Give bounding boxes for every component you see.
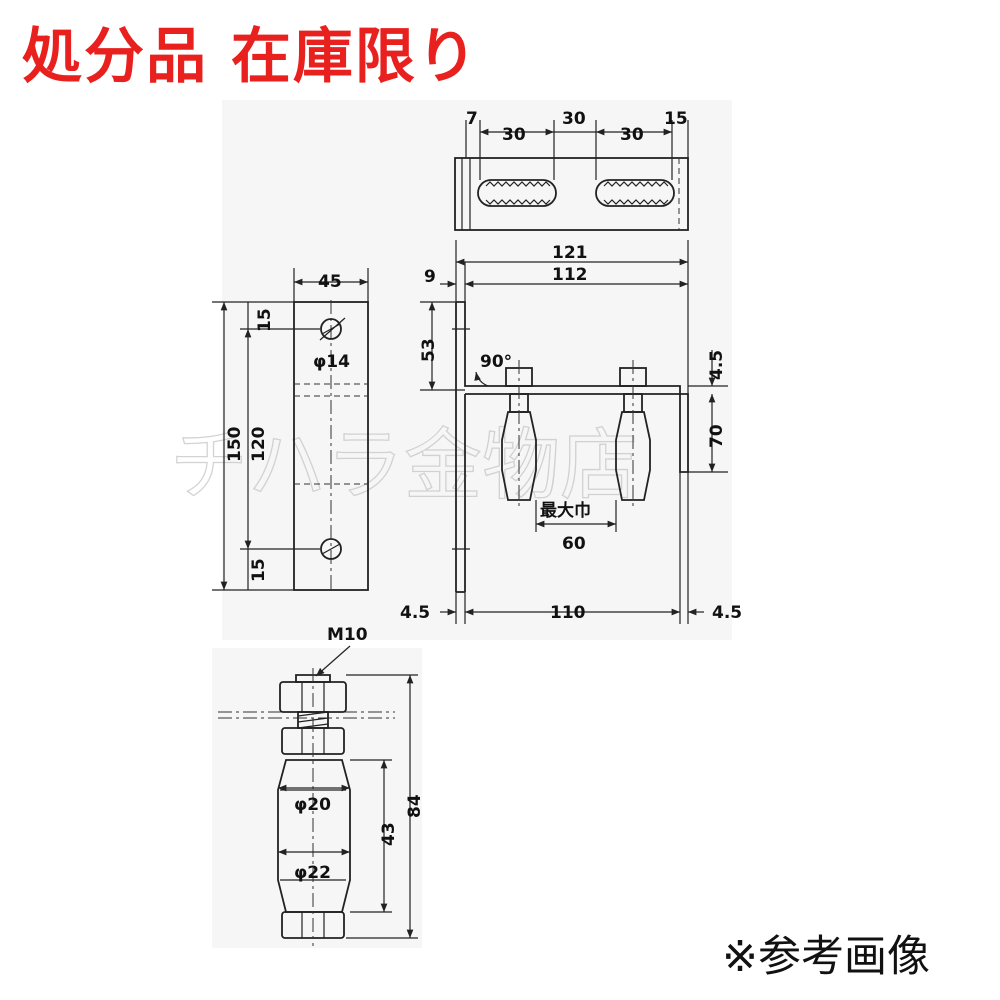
front-view: 45 φ14 150 120 15 15 bbox=[212, 268, 369, 592]
dim-side-110: 110 bbox=[550, 603, 586, 623]
dim-side-70: 70 bbox=[707, 424, 727, 448]
dim-side-angle: 90° bbox=[480, 352, 512, 372]
slot-right bbox=[595, 179, 675, 207]
dim-front-120: 120 bbox=[249, 426, 269, 462]
dim-front-15-bottom: 15 bbox=[249, 558, 269, 582]
dim-top-7: 7 bbox=[466, 109, 478, 129]
label-max-width: 最大巾 bbox=[540, 500, 591, 521]
dim-front-15-top: 15 bbox=[255, 308, 275, 332]
side-view: 121 112 9 53 90° 4.5 70 最大巾 60 4.5 110 4… bbox=[400, 240, 742, 624]
dim-roller-dia-upper: φ20 bbox=[294, 795, 331, 815]
reference-image-note: ※参考画像 bbox=[722, 932, 931, 982]
clearance-banner: 処分品 在庫限り bbox=[22, 22, 479, 92]
slot-left bbox=[477, 179, 557, 207]
bracket-body bbox=[456, 301, 689, 473]
drawing-panel bbox=[222, 100, 732, 640]
hole-top bbox=[320, 318, 342, 340]
roller-left bbox=[501, 360, 537, 510]
dim-roller-dia-lower: φ22 bbox=[294, 863, 331, 883]
top-view-plate bbox=[454, 157, 689, 231]
dim-side-60: 60 bbox=[562, 534, 586, 554]
dim-side-121: 121 bbox=[552, 243, 588, 263]
dim-front-width: 45 bbox=[318, 272, 342, 292]
dim-top-15: 15 bbox=[664, 109, 688, 129]
dim-top-30c: 30 bbox=[620, 125, 644, 145]
roller-right bbox=[615, 360, 651, 510]
dim-side-9: 9 bbox=[424, 267, 436, 287]
dim-front-150: 150 bbox=[225, 426, 245, 462]
dim-roller-thread: M10 bbox=[327, 625, 368, 645]
dim-roller-84: 84 bbox=[405, 794, 425, 818]
dim-side-plate-thickness: 4.5 bbox=[707, 350, 727, 380]
hole-bottom bbox=[320, 538, 342, 560]
roller-detail: M10 φ20 φ22 43 84 bbox=[218, 625, 425, 946]
dim-roller-43: 43 bbox=[379, 822, 399, 846]
dim-side-bottom-right: 4.5 bbox=[712, 603, 742, 623]
top-view: 7 30 30 30 15 bbox=[454, 109, 689, 231]
dim-side-bottom-left: 4.5 bbox=[400, 603, 430, 623]
dim-side-112: 112 bbox=[552, 265, 588, 285]
dim-side-53: 53 bbox=[419, 338, 439, 362]
dim-hole-dia: φ14 bbox=[313, 352, 350, 372]
dim-top-30b: 30 bbox=[562, 109, 586, 129]
dim-top-30a: 30 bbox=[502, 125, 526, 145]
